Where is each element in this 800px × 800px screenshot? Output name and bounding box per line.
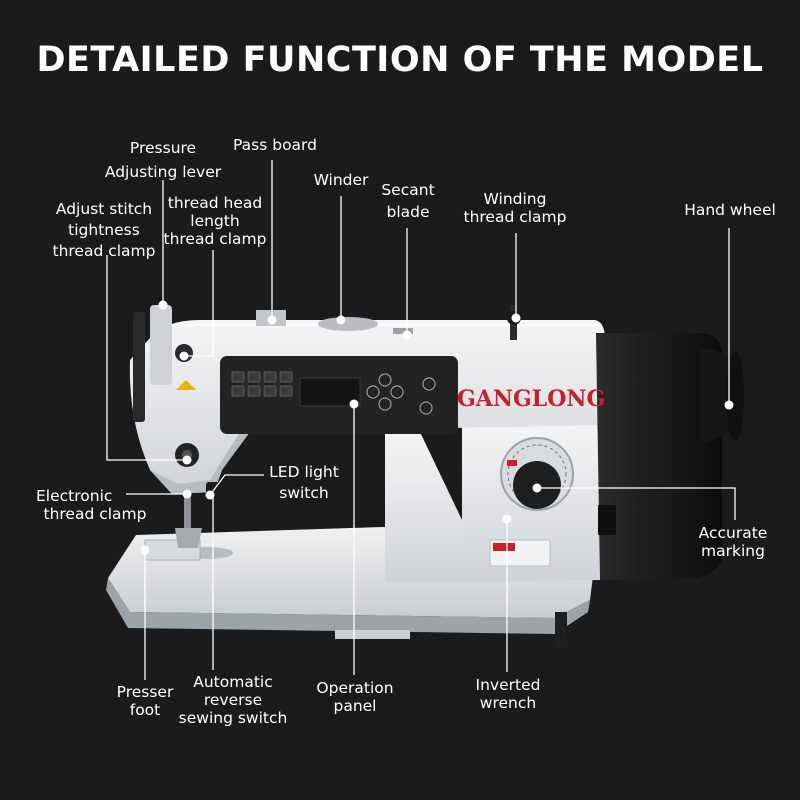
label-pass-board: Pass board: [233, 136, 317, 154]
label-led-light-switch: LED light switch: [269, 463, 339, 502]
brand-logo-text: GANGLONG: [457, 386, 606, 412]
label-presser-foot: Presser foot: [116, 683, 174, 719]
label-winder: Winder: [313, 171, 369, 189]
label-accurate-marking: Accurate marking: [698, 524, 768, 560]
page-title: DETAILED FUNCTION OF THE MODEL: [36, 40, 764, 80]
label-hand-wheel: Hand wheel: [684, 201, 776, 219]
label-pressure-adjusting-lever: Pressure Adjusting lever: [104, 139, 222, 181]
stitch-length-dial: [500, 437, 574, 511]
label-inverted-wrench: Inverted wrench: [475, 676, 541, 712]
callout-lines: [106, 160, 736, 680]
label-secant-blade: Secant blade: [381, 181, 435, 221]
callout-dots: [140, 300, 734, 555]
label-operation-panel: Operation panel: [316, 679, 394, 715]
label-electronic-thread-clamp: Electronic thread clamp: [36, 487, 147, 523]
nameplate: [489, 539, 551, 567]
motor-housing: [596, 333, 744, 580]
label-winding-thread-clamp: Winding thread clamp: [463, 190, 567, 226]
label-automatic-reverse-switch: Automatic reverse sewing switch: [178, 673, 288, 727]
label-thread-head-length-clamp: thread head length thread clamp: [163, 194, 267, 248]
label-adjust-stitch-tightness: Adjust stitch tightness thread clamp: [52, 200, 156, 260]
control-panel: [220, 356, 458, 434]
